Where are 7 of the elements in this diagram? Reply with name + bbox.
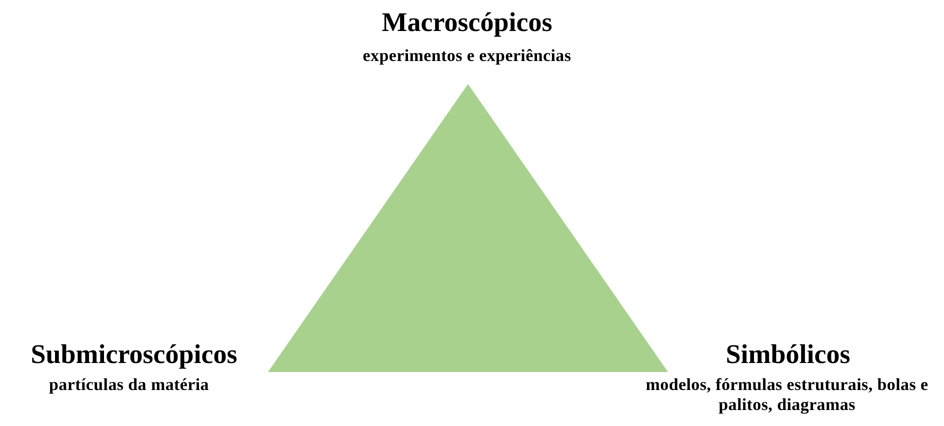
subtitle: modelos, fórmulas estruturais, bolas e palitos, diagramas [644,375,930,416]
heading: Simbólicos [724,338,852,370]
heading: Submicroscópicos [30,338,238,370]
subtitle: partículas da matéria [48,375,210,396]
subtitle: experimentos e experiências [362,46,572,66]
triangle [268,84,668,372]
heading: Macroscópicos [380,6,554,38]
